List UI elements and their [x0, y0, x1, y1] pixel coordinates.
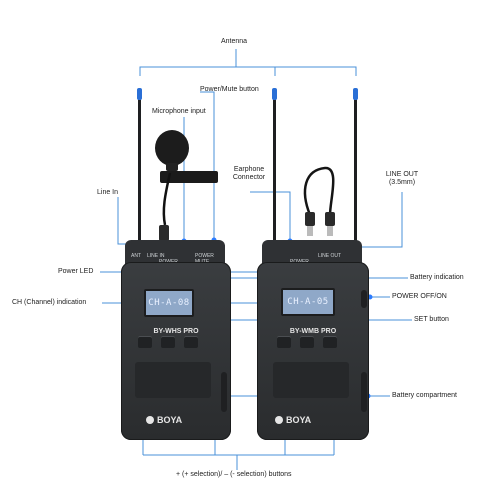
transmitter-top-label-line-in: LINE IN: [147, 253, 165, 259]
transmitter-plus-button[interactable]: [184, 336, 198, 348]
label-ch-indication: CH (Channel) indication: [12, 299, 87, 306]
receiver-antenna-right-tip: [353, 88, 358, 100]
label-line-out: LINE OUT (3.5mm): [385, 171, 419, 186]
transmitter-antenna: [138, 90, 141, 250]
transmitter-model-label: BY-WHS PRO: [153, 328, 199, 335]
receiver-antenna-left-tip: [272, 88, 277, 100]
label-set-button: SET button: [414, 316, 449, 323]
receiver-lcd-screen: CH-A-05: [281, 288, 335, 316]
receiver-model-label: BY-WMB PRO: [289, 328, 337, 335]
label-battery-indication: Battery indication: [410, 274, 464, 281]
transmitter-top-label-ant: ANT: [131, 253, 141, 259]
receiver-battery-latch[interactable]: [361, 372, 367, 412]
receiver-minus-button[interactable]: [277, 336, 291, 348]
label-power-off-on: POWER OFF/ON: [392, 293, 447, 300]
receiver-set-button[interactable]: [300, 336, 314, 348]
label-line-in: Line In: [97, 189, 119, 196]
transmitter-battery-latch[interactable]: [221, 372, 227, 412]
receiver-power-switch[interactable]: [361, 290, 367, 308]
transmitter-boya-logo-icon: [146, 416, 154, 424]
label-power-mute: Power/Mute button: [200, 86, 259, 93]
transmitter-lcd-screen: CH-A-08: [144, 289, 194, 317]
label-antenna: Antenna: [221, 38, 248, 45]
label-selection-buttons: + (+ selection)/ – (- selection) buttons: [176, 471, 292, 478]
receiver-top-panel: POWER LINE OUT: [262, 240, 362, 265]
transmitter-brand: BOYA: [157, 415, 183, 425]
receiver-grip-panel: [273, 362, 349, 398]
transmitter-antenna-tip: [137, 88, 142, 100]
receiver-brand: BOYA: [286, 415, 312, 425]
label-battery-compartment: Battery compartment: [392, 392, 457, 399]
receiver-boya-logo-icon: [275, 416, 283, 424]
label-microphone-input: Microphone input: [152, 108, 206, 115]
transmitter-grip-panel: [135, 362, 211, 398]
transmitter-housing: CH-A-08 BY-WHS PRO BOYA: [121, 262, 231, 440]
label-power-led: Power LED: [58, 268, 94, 275]
transmitter-set-button[interactable]: [161, 336, 175, 348]
receiver-plus-button[interactable]: [323, 336, 337, 348]
receiver-housing: CH-A-05 BY-WMB PRO BOYA: [257, 262, 369, 440]
line-out-cable: [303, 166, 335, 236]
receiver-antenna-left: [273, 90, 276, 250]
receiver-antenna-right: [354, 90, 357, 250]
label-earphone-connector: Earphone Connector: [232, 166, 266, 181]
transmitter-minus-button[interactable]: [138, 336, 152, 348]
receiver-top-label-line-out: LINE OUT: [318, 253, 342, 259]
transmitter-top-panel: ANT LINE IN POWER POWER MUTE: [125, 240, 225, 265]
